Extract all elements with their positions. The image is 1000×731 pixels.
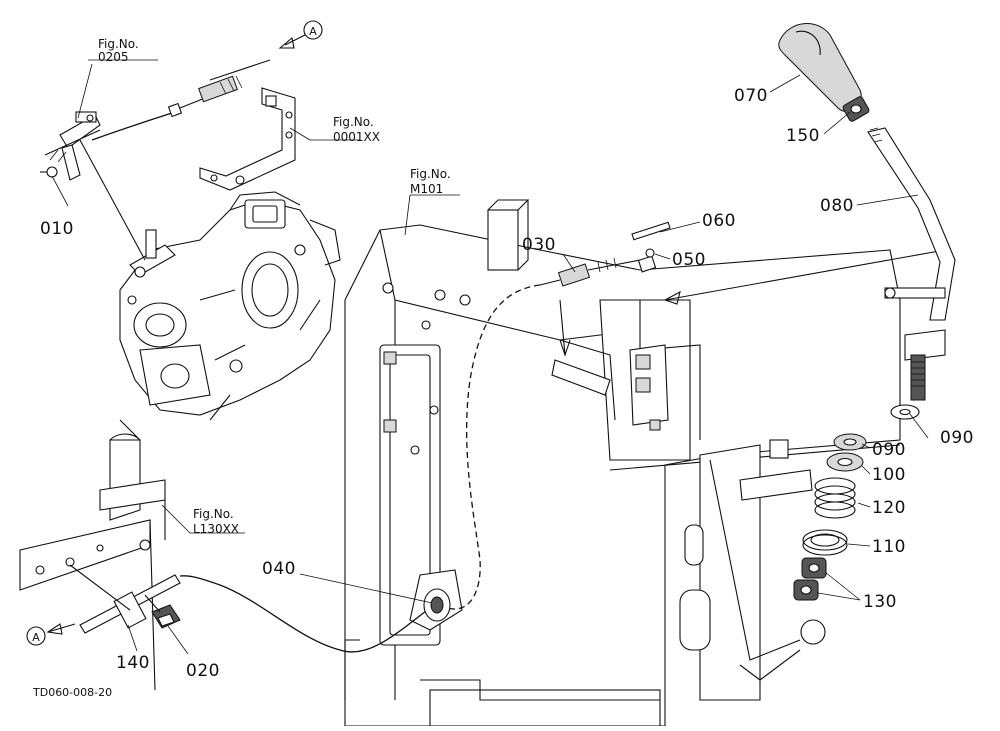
- connector-mark-top: A: [303, 20, 323, 40]
- bracket-drawing: [199, 87, 296, 191]
- part-label-060: 060: [702, 211, 736, 231]
- part-label-010: 010: [40, 219, 74, 239]
- fig-ref-0205-title: Fig.No.: [98, 37, 139, 51]
- part-label-120: 120: [872, 498, 906, 518]
- main-frame-plate: [344, 199, 901, 727]
- part-label-030: 030: [522, 235, 556, 255]
- part-label-020: 020: [186, 661, 220, 681]
- part-label-090-right: 090: [940, 428, 974, 448]
- part-label-090-left: 090: [872, 440, 906, 460]
- engine-housing-drawing: [119, 191, 341, 441]
- part-label-130: 130: [863, 592, 897, 612]
- part-label-140: 140: [116, 653, 150, 673]
- part-label-080: 080: [820, 196, 854, 216]
- part-label-150: 150: [786, 126, 820, 146]
- fig-ref-0001xx-title: Fig.No.: [333, 115, 374, 129]
- connector-mark-top-label: A: [309, 25, 317, 38]
- fig-ref-m101-title: Fig.No.: [410, 167, 451, 181]
- drawing-code: TD060-008-20: [32, 686, 112, 699]
- shift-lever-assembly: [778, 23, 956, 601]
- part-label-050: 050: [672, 250, 706, 270]
- part-label-110: 110: [872, 537, 906, 557]
- fig-ref-0205-number: 0205: [98, 50, 129, 64]
- fig-ref-0001xx-number: 0001XX: [333, 130, 380, 144]
- part-label-070: 070: [734, 86, 768, 106]
- part-label-100: 100: [872, 465, 906, 485]
- connector-mark-bottom: A: [26, 626, 46, 646]
- lower-left-bracket: [19, 433, 181, 691]
- throttle-cable-upper: [91, 59, 271, 141]
- fig-ref-l130xx-number: L130XX: [193, 522, 239, 536]
- connector-mark-bottom-label: A: [32, 631, 40, 644]
- part-label-040: 040: [262, 559, 296, 579]
- governor-lever-detail: [40, 111, 146, 261]
- leader-lines: [46, 34, 929, 655]
- fig-ref-l130xx-title: Fig.No.: [193, 507, 234, 521]
- control-cable-center: [179, 221, 946, 653]
- fig-ref-m101-number: M101: [410, 182, 443, 196]
